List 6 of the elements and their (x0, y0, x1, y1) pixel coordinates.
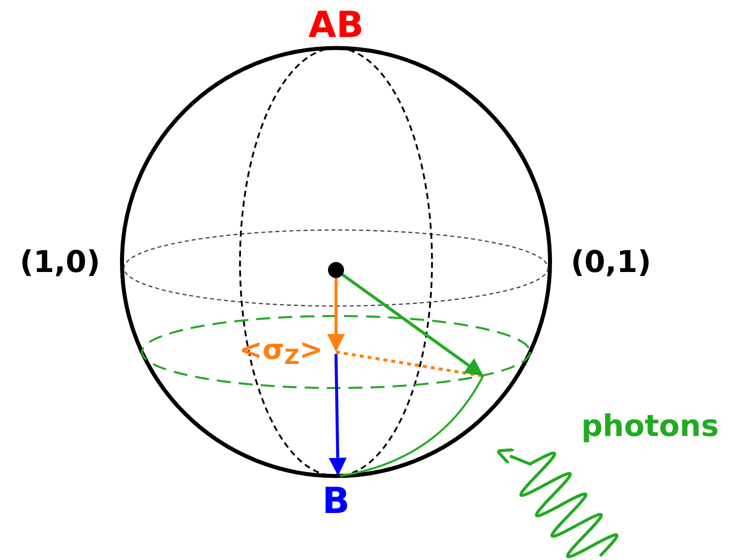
photons-label: photons (580, 412, 720, 442)
expectation-label: <σ$_{Z}$> (238, 336, 324, 364)
state-label: (0,1) (570, 248, 652, 278)
pole-label: AB (307, 8, 365, 44)
pole-label: B (321, 484, 351, 520)
state-label: (1,0) (18, 248, 102, 278)
